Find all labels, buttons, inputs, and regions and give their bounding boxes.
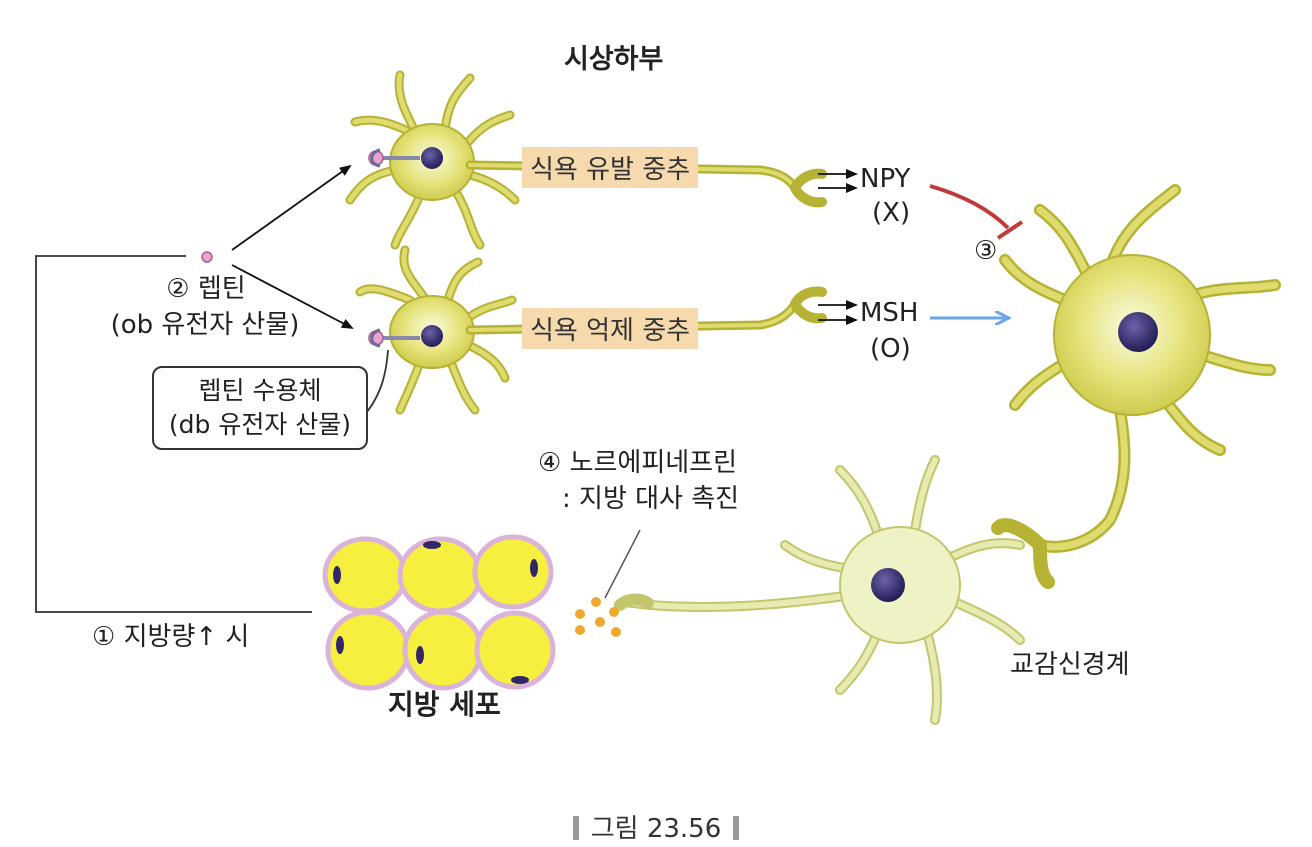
norepinephrine-effect: : 지방 대사 촉진: [562, 484, 740, 514]
caption-text: 그림 23.56: [590, 814, 722, 844]
sympathetic-neuron: [614, 455, 1025, 725]
feedback-line: [35, 255, 312, 613]
appetite-induce-center-label: 식욕 유발 중추: [522, 147, 699, 188]
msh-release-arrows: [818, 300, 858, 325]
appetite-suppress-neuron: [355, 245, 827, 415]
fat-cell-nuclei: [333, 541, 538, 684]
npy-inhibition-line: [929, 184, 1010, 230]
npy-release-arrows: [818, 169, 858, 193]
caption-bar-left: [572, 816, 579, 840]
leptin-receptor-callout: 렙틴 수용체 (db 유전자 산물): [152, 366, 368, 450]
appetite-induce-neuron: [345, 70, 827, 250]
receptor-line2: (db 유전자 산물): [168, 409, 352, 439]
appetite-suppress-center-label: 식욕 억제 중추: [522, 308, 699, 349]
step3-marker: ③: [974, 236, 998, 266]
norepinephrine-pointer: [604, 529, 641, 599]
caption-bar-right: [733, 816, 740, 840]
inhibition-bar: [996, 220, 1024, 240]
msh-mark: (O): [870, 334, 911, 364]
target-neuron: [991, 184, 1281, 589]
leptin-label: ② 렙틴: [166, 274, 246, 304]
npy-mark: (X): [872, 198, 911, 228]
step1-label: ① 지방량↑ 시: [92, 622, 250, 652]
norepinephrine-droplets: [575, 597, 621, 637]
leptin-sub-label: (ob 유전자 산물): [110, 310, 300, 340]
sympathetic-label: 교감신경계: [1010, 650, 1130, 680]
title-hypothalamus: 시상하부: [564, 44, 664, 75]
fat-cell-label: 지방 세포: [388, 688, 501, 721]
norepinephrine-label: ④ 노르에피네프린: [538, 448, 738, 478]
receptor-line1: 렙틴 수용체: [198, 376, 322, 405]
npy-label: NPY: [860, 164, 911, 194]
msh-label: MSH: [860, 298, 919, 328]
fat-cell-cluster: [322, 534, 556, 691]
leptin-molecule: [201, 251, 213, 263]
figure-caption: 그림 23.56: [0, 808, 1312, 845]
leptin-arrow-lower: [231, 264, 354, 329]
leptin-arrow-upper: [231, 164, 352, 251]
